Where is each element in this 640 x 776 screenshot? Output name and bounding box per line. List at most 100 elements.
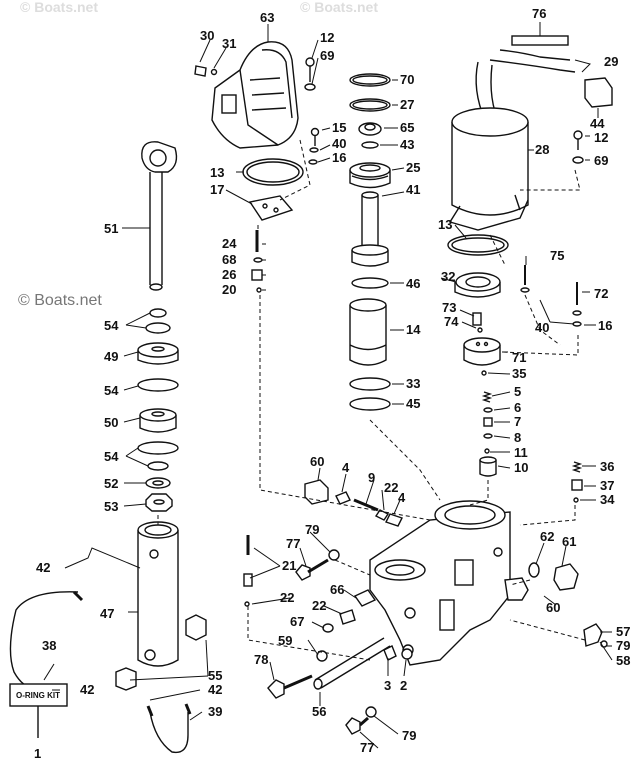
callout-4-lower: 4 bbox=[398, 490, 406, 505]
callout-14: 14 bbox=[406, 322, 421, 337]
callout-13-left: 13 bbox=[210, 165, 224, 180]
part-78-bolt bbox=[267, 674, 313, 699]
part-73-74-valve bbox=[472, 312, 483, 333]
part-57-59-58-valve bbox=[583, 623, 608, 648]
part-49-cap bbox=[137, 342, 179, 365]
callout-12-top: 12 bbox=[320, 30, 334, 45]
part-50-piston bbox=[139, 408, 177, 433]
callout-61: 61 bbox=[562, 534, 576, 549]
callout-26: 26 bbox=[222, 267, 236, 282]
part-51-ram bbox=[141, 141, 178, 291]
callout-25: 25 bbox=[406, 160, 420, 175]
part-71-manifold bbox=[463, 337, 501, 366]
callout-73: 73 bbox=[442, 300, 456, 315]
part-12-69-right bbox=[572, 130, 584, 164]
callout-65: 65 bbox=[400, 120, 414, 135]
callout-54-third: 54 bbox=[104, 449, 119, 464]
callout-77-upper: 77 bbox=[286, 536, 300, 551]
callout-9: 9 bbox=[368, 470, 375, 485]
callout-66: 66 bbox=[330, 582, 344, 597]
callout-39: 39 bbox=[208, 704, 222, 719]
callout-32: 32 bbox=[441, 269, 455, 284]
part-62-61-60-plugs bbox=[504, 562, 579, 601]
callout-74: 74 bbox=[444, 314, 459, 329]
callout-36: 36 bbox=[600, 459, 614, 474]
callout-30: 30 bbox=[200, 28, 214, 43]
callout-63: 63 bbox=[260, 10, 274, 25]
callout-22-lower: 22 bbox=[312, 598, 326, 613]
callout-4-upper: 4 bbox=[342, 460, 350, 475]
part-72-screw bbox=[572, 282, 582, 327]
part-17-plate bbox=[248, 195, 294, 221]
callout-24: 24 bbox=[222, 236, 237, 251]
callout-22-upper: 22 bbox=[384, 480, 398, 495]
callout-71: 71 bbox=[512, 350, 526, 365]
part-45-oring bbox=[349, 397, 391, 411]
part-63-cover bbox=[211, 41, 299, 149]
callout-67: 67 bbox=[290, 614, 304, 629]
part-79-washer-middle bbox=[316, 650, 328, 662]
callout-12-right: 12 bbox=[594, 130, 608, 145]
callout-11: 11 bbox=[514, 445, 528, 460]
callout-3: 3 bbox=[384, 678, 391, 693]
part-32-gear bbox=[454, 272, 501, 298]
part-47-cylinder bbox=[137, 521, 179, 667]
callout-79-lower: 79 bbox=[402, 728, 416, 743]
callout-40-right: 40 bbox=[535, 320, 549, 335]
part-54-oring-3 bbox=[137, 441, 179, 471]
part-54-washer-1 bbox=[145, 308, 171, 334]
callout-16-right: 16 bbox=[598, 318, 612, 333]
part-70-oring bbox=[349, 73, 391, 87]
part-43-ring bbox=[361, 141, 379, 149]
callout-45: 45 bbox=[406, 396, 420, 411]
callout-59: 79 bbox=[616, 638, 630, 653]
callout-43: 43 bbox=[400, 137, 414, 152]
callout-68: 68 bbox=[222, 252, 236, 267]
callout-37: 37 bbox=[600, 478, 614, 493]
part-21-pins bbox=[243, 535, 253, 607]
callout-10: 10 bbox=[514, 460, 528, 475]
part-75-screw bbox=[520, 265, 530, 293]
part-5-11-valve-stack bbox=[479, 391, 497, 477]
callout-70: 70 bbox=[400, 72, 414, 87]
watermark-text: © Boats.net bbox=[18, 292, 102, 309]
callout-55: 55 bbox=[208, 668, 222, 683]
part-52-washer bbox=[145, 477, 171, 489]
part-41-rod bbox=[351, 191, 389, 267]
callout-31: 31 bbox=[222, 36, 236, 51]
part-54-oring-2 bbox=[137, 378, 179, 392]
part-13-oring-right bbox=[447, 234, 509, 256]
callout-79-middle: 59 bbox=[278, 633, 292, 648]
callout-76: 76 bbox=[532, 6, 546, 21]
part-60-plug-upper bbox=[304, 479, 329, 505]
part-55-bushings bbox=[115, 614, 207, 691]
callout-58: 58 bbox=[616, 653, 630, 668]
part-3-2-fittings bbox=[383, 645, 413, 661]
callout-41: 41 bbox=[406, 182, 420, 197]
part-79-washer-lower bbox=[365, 706, 377, 718]
part-25-piston bbox=[349, 162, 391, 189]
callout-60-upper: 60 bbox=[310, 454, 324, 469]
callout-54-first: 54 bbox=[104, 318, 119, 333]
callout-50: 50 bbox=[104, 415, 118, 430]
part-76-bar bbox=[511, 35, 569, 46]
callout-69-top: 69 bbox=[320, 48, 334, 63]
callout-69-right: 69 bbox=[594, 153, 608, 168]
callout-42-first: 42 bbox=[36, 560, 50, 575]
part-4-9-22-valves bbox=[335, 491, 403, 527]
part-36-37-34 bbox=[571, 461, 583, 503]
callout-13-right: 13 bbox=[438, 217, 452, 232]
callout-22-middle: 22 bbox=[280, 590, 294, 605]
callout-27: 27 bbox=[400, 97, 414, 112]
callout-16-top: 16 bbox=[332, 150, 346, 165]
part-main-housing bbox=[369, 500, 511, 666]
callout-47: 47 bbox=[100, 606, 114, 621]
callout-60-lower: 60 bbox=[546, 600, 560, 615]
callout-35: 35 bbox=[512, 366, 526, 381]
part-30-31-screw bbox=[194, 65, 218, 77]
callout-29: 29 bbox=[604, 54, 618, 69]
part-39-hose bbox=[146, 703, 192, 754]
watermark-faint-top-2: © Boats.net bbox=[300, 0, 378, 15]
callout-46: 46 bbox=[406, 276, 420, 291]
